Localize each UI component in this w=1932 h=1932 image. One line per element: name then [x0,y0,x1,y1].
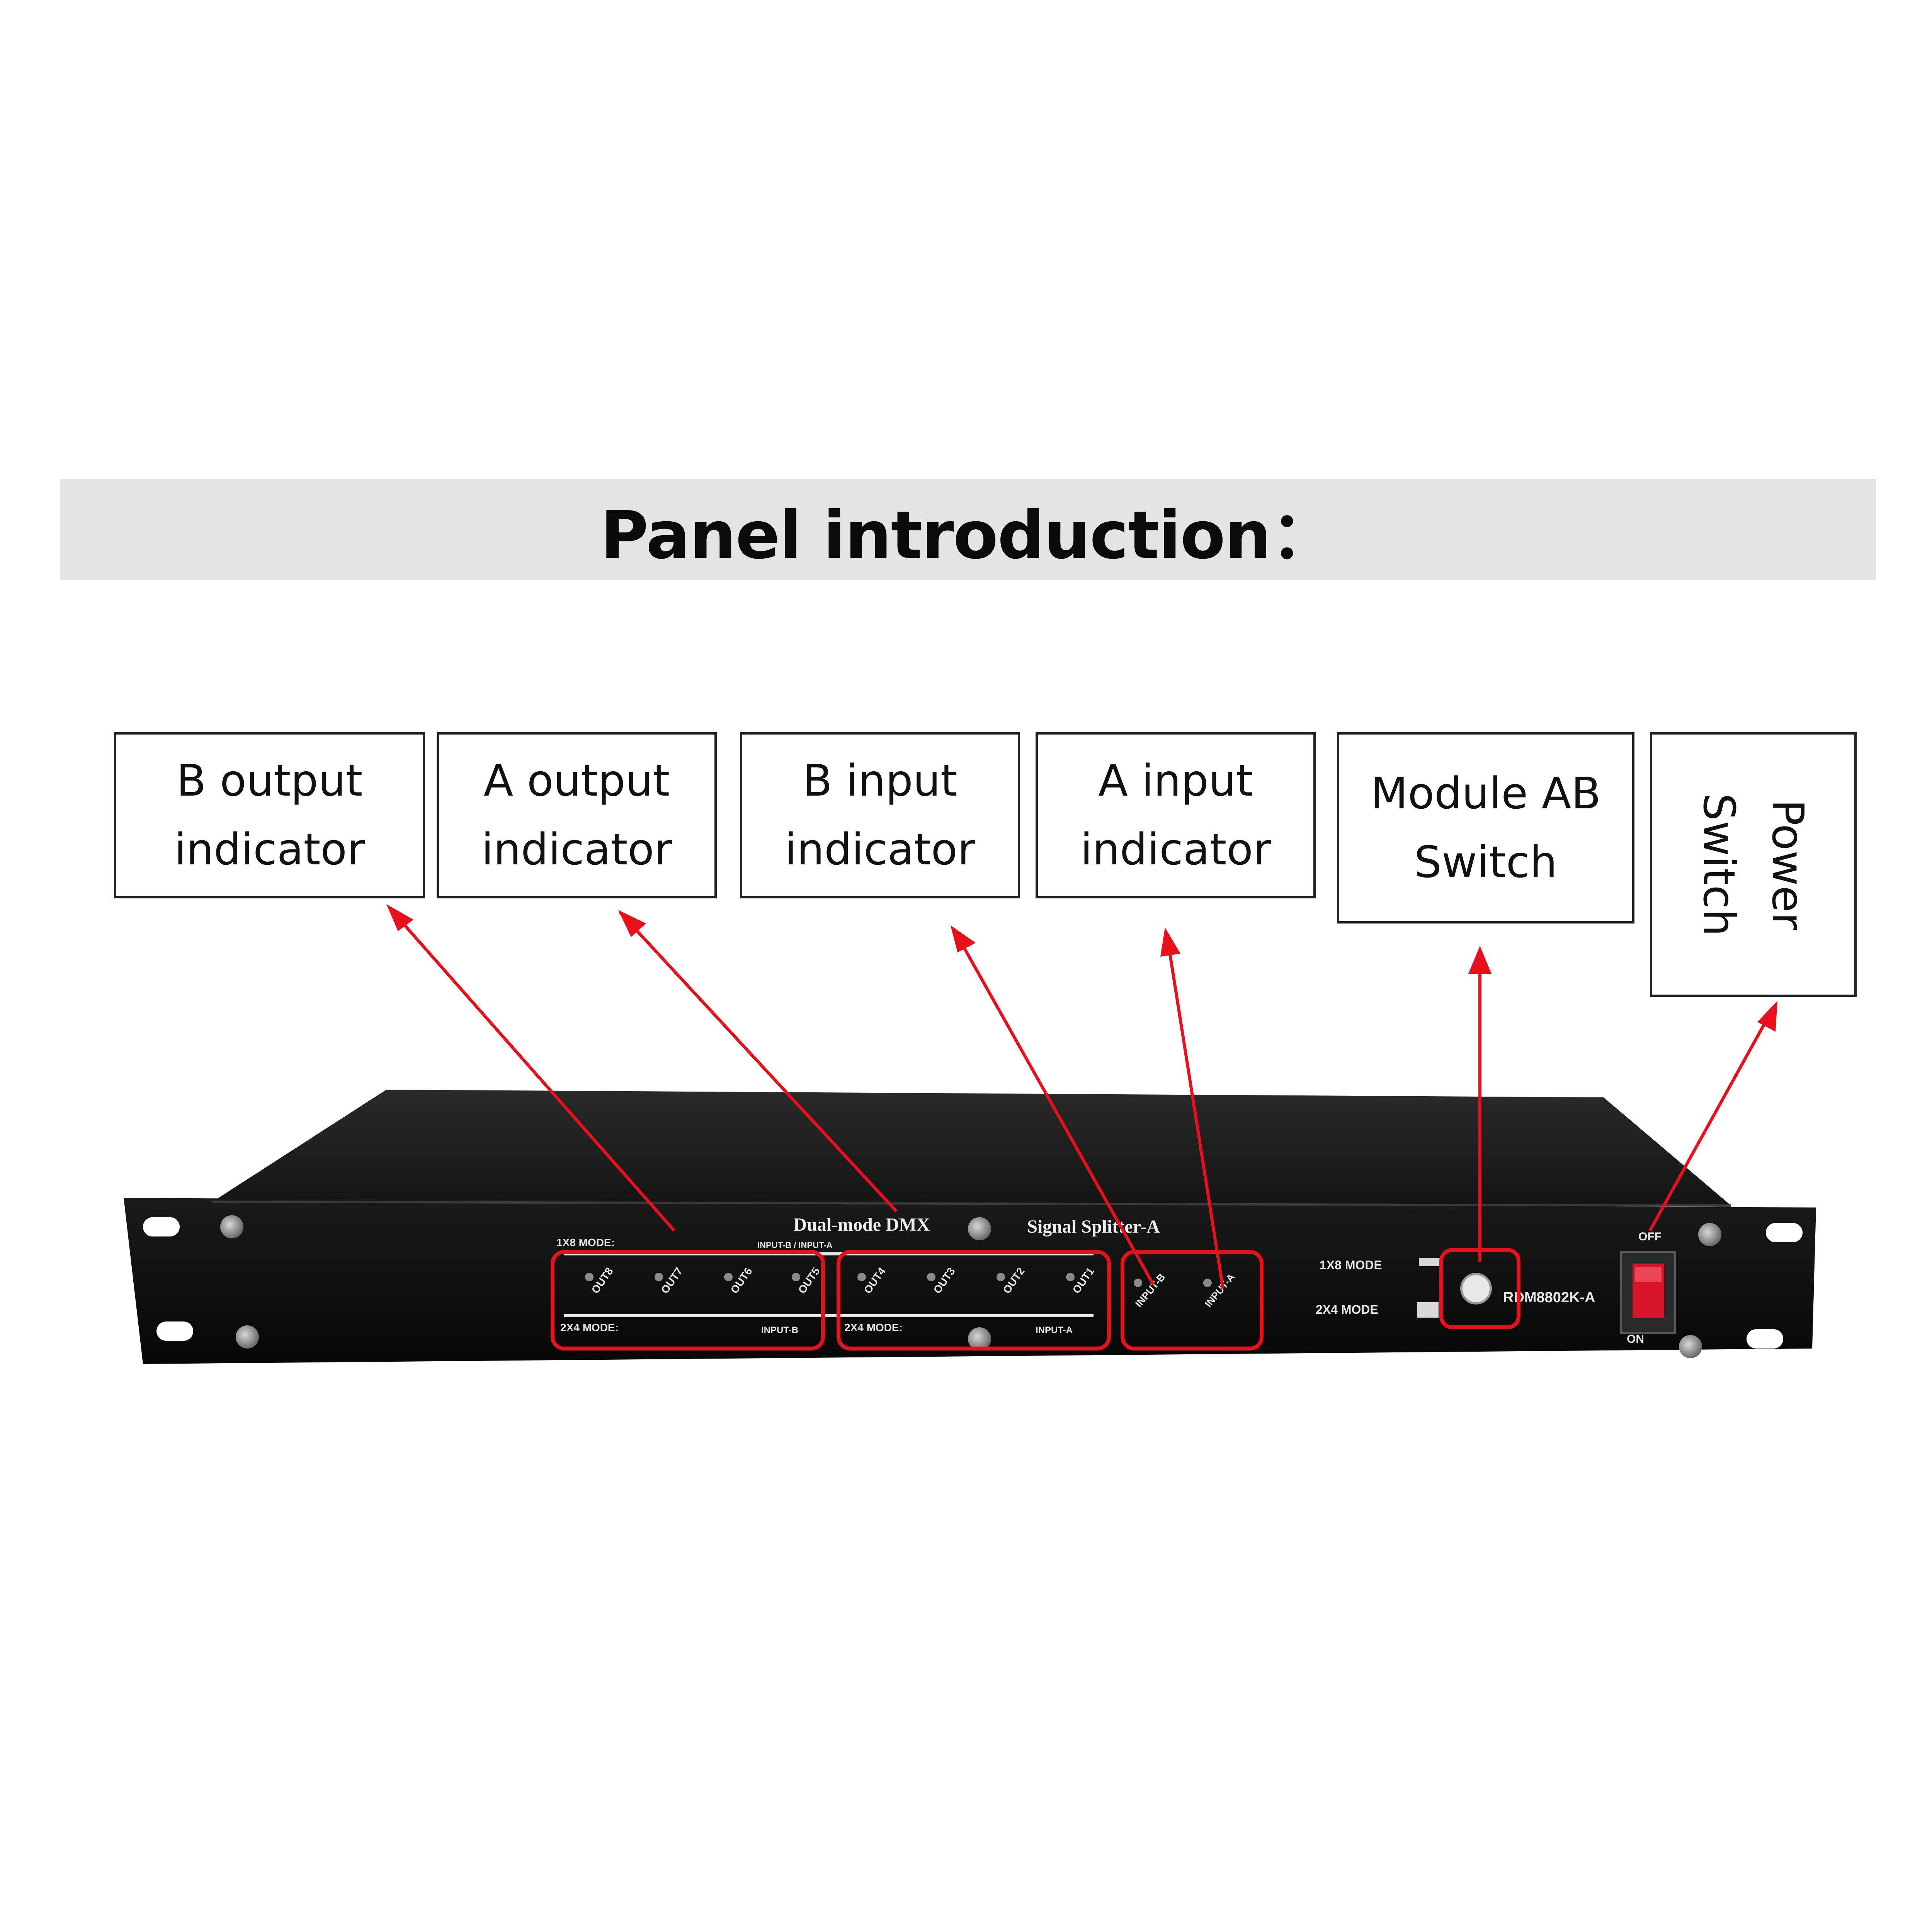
screw [968,1327,991,1350]
screw [220,1215,243,1238]
highlight-a-outputs [837,1250,1111,1350]
arrowhead-module-ab [1468,946,1492,974]
device-name-right: Signal Splitter-A [1027,1216,1160,1237]
arrow-b-output [388,906,675,1232]
label-b-input-indicator: B input indicator [740,732,1020,898]
device-name-left: Dual-mode DMX [793,1214,930,1235]
mode-2x4-indicator [1417,1302,1439,1318]
rack-slot [156,1321,193,1341]
arrow-a-input [1165,930,1225,1289]
led-out6 [724,1273,733,1281]
label-text: A output indicator [481,756,672,875]
label-a-input-indicator: A input indicator [1036,732,1316,898]
arrowhead-a-output [618,910,646,937]
arrow-power [1648,1005,1776,1231]
led-out1 [1066,1273,1075,1281]
arrowhead-b-input [951,925,976,952]
mode-1x8-indicator [1419,1258,1440,1266]
mode-bottom-mid: 2X4 MODE: [844,1321,903,1333]
led-out8 [585,1273,594,1281]
mode-top-left: 1X8 MODE: [556,1236,615,1248]
arrowhead-a-input [1160,927,1180,957]
module-ab-button [1460,1273,1492,1304]
front-panel [124,1198,1816,1364]
title-band: Panel introduction： [60,479,1876,580]
arrow-b-input [952,927,1155,1286]
arrowhead-power [1757,1001,1777,1032]
led-out2 [997,1273,1005,1281]
power-on-label: ON [1627,1333,1644,1345]
led-input-b [1134,1279,1142,1287]
highlight-inputs [1121,1250,1264,1350]
led-input-a [1203,1279,1212,1287]
page-title: Panel introduction： [600,497,1337,574]
input-b-tag: INPUT-B [761,1325,798,1335]
mode-1x8-label: 1X8 MODE [1320,1258,1382,1272]
arrow-a-output [619,911,898,1213]
rack-slot [1747,1329,1783,1349]
label-module-ab-switch: Module AB Switch [1337,732,1634,923]
led-out3 [927,1273,935,1281]
screw [1679,1335,1702,1358]
label-power-switch: Power Switch [1650,732,1857,997]
highlight-b-outputs [551,1250,825,1350]
screw [1698,1223,1721,1246]
label-b-output-indicator: B output indicator [114,732,425,898]
label-text: B output indicator [174,756,365,875]
mode-bottom-left: 2X4 MODE: [560,1321,619,1333]
led-out7 [655,1273,663,1281]
led-out5 [792,1273,800,1281]
input-a-tag: INPUT-A [1036,1325,1073,1335]
rack-slot [1766,1223,1803,1242]
label-text: B input indicator [784,756,975,875]
label-text: Module AB Switch [1370,768,1601,888]
rack-slot [143,1217,180,1236]
power-off-label: OFF [1638,1230,1662,1243]
chassis-top [213,1090,1731,1206]
led-out4 [857,1273,866,1281]
label-text: A input indicator [1080,756,1271,875]
mode-top-right: INPUT-B / INPUT-A [757,1240,832,1250]
screw [236,1325,259,1349]
mode-2x4-label: 2X4 MODE [1316,1303,1378,1316]
arrowhead-b-output [386,904,413,931]
screw [968,1217,991,1240]
label-a-output-indicator: A output indicator [437,732,717,898]
